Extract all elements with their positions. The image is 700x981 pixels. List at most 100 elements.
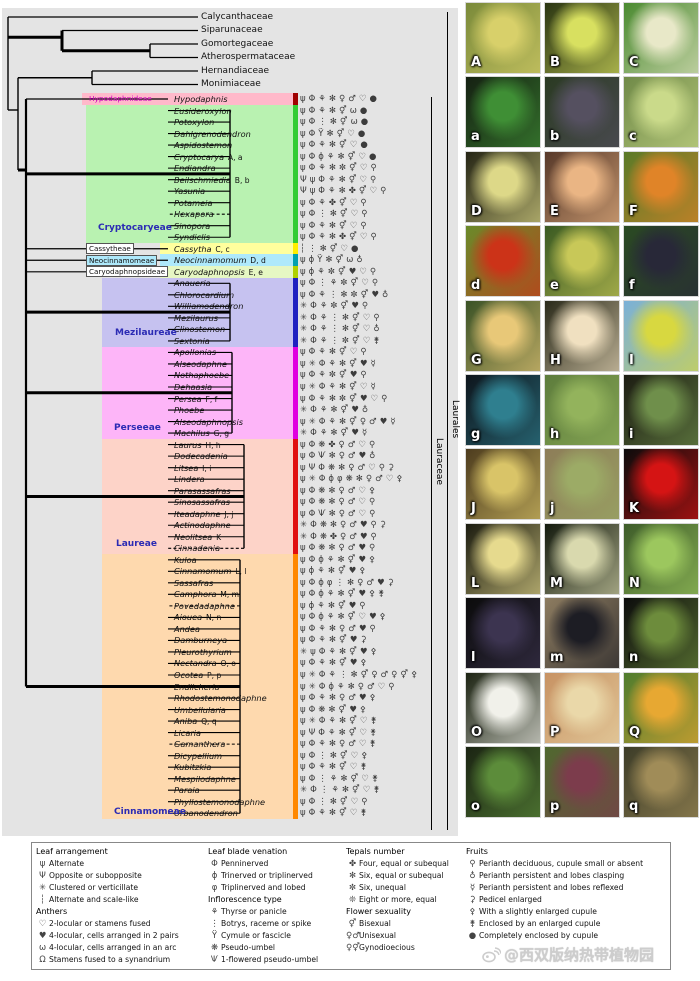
photo-label: n: [629, 650, 639, 666]
legend-item: ┆Alternate and scale-like: [36, 894, 208, 906]
trait-icon-row: ψΦɸ⚘✻⚥♥⚴: [300, 554, 379, 565]
trait-icon-row: ψ✳Φɸφ❋✻♀♂♡⚴: [300, 474, 406, 485]
genus-label: Mezilaurus: [174, 312, 218, 323]
trait-icon-row: ✳Φ⚘⋮✻⚥♡♁: [300, 324, 383, 335]
tribe-band: [160, 242, 293, 255]
photo-label: c: [629, 129, 637, 145]
legend-item-label: Botrys, raceme or spike: [221, 919, 312, 928]
weibo-icon: [482, 947, 501, 963]
legend-item: ⚲Perianth deciduous, cupule small or abs…: [466, 858, 662, 870]
trait-icon-row: ✳ψΦ⚘✻⚥♥⚴: [300, 646, 380, 657]
tribe-label: Mezilaureae: [115, 327, 177, 338]
tribe-color-bar: [293, 93, 298, 105]
photo-label: B: [550, 55, 560, 70]
photo-tile: o: [465, 746, 541, 818]
photo-tile: H: [544, 299, 620, 372]
genus-label: Actinodaphne: [174, 520, 231, 531]
genus-photo-letters: C, c: [211, 244, 230, 254]
outgroup-label: Monimiaceae: [201, 79, 261, 89]
genus-label: Cryptocarya A, a: [174, 151, 243, 162]
photo-tile: j: [544, 448, 620, 521]
photo-label: C: [629, 55, 639, 70]
opp-icon: Ψ: [39, 871, 46, 881]
legend-item: ✤Four, equal or subequal: [346, 858, 466, 870]
trait-icon-row: ψΦ⚘✻⚥ω●: [300, 105, 371, 116]
thyrse-icon: ⚘: [210, 907, 219, 917]
photo-tile: q: [623, 746, 699, 818]
outgroup-label: Calycanthaceae: [201, 11, 274, 22]
genus-label: Parasassafras: [174, 485, 231, 496]
outgroup-label: Hernandiaceae: [201, 65, 270, 76]
genus-label: Syndiclis: [174, 232, 211, 243]
botrys-icon: ⋮: [210, 919, 219, 929]
genus-label: Cassytha C, c: [174, 243, 230, 254]
trait-icon-row: ✳Φ⚘✻⚥♥♁: [300, 405, 372, 416]
genus-label: Dicypellium: [174, 750, 223, 761]
genus-label: Andea: [174, 623, 201, 634]
tribe-label: Cryptocaryeae: [98, 223, 172, 234]
photo-tile: p: [544, 746, 620, 818]
legend-item: ⚳Pedicel enlarged: [466, 894, 662, 906]
six_eq-icon: ✻: [348, 871, 357, 881]
photo-label: q: [629, 799, 639, 814]
photo-label: o: [471, 799, 480, 814]
trait-icon-row: ψΦ⚘✻✤⚥♡⚲: [300, 232, 380, 243]
trait-icon-row: ψΦɸ⚘✻⚥♡♥⚴: [300, 612, 389, 623]
outgroup-label: Siparunaceae: [201, 25, 263, 35]
photo-tile: J: [465, 448, 541, 521]
photo-label: f: [629, 278, 635, 294]
legend-item: ✻Six, equal or subequal: [346, 870, 466, 882]
trait-icon-row: ψΦ⋮✻⚥♡⚲: [300, 796, 371, 807]
tribe-color-bar: [293, 242, 298, 255]
legend-item: ⋮Botrys, raceme or spike: [208, 918, 346, 930]
genus-label: Cinnadenia: [174, 543, 221, 554]
legend-item: ♀♂Unisexual: [346, 930, 466, 942]
legend-item-label: Enclosed by an enlarged cupule: [479, 919, 601, 928]
legend-item-label: Gynodioecious: [359, 943, 415, 952]
photo-tile: N: [623, 522, 699, 595]
legend-item-label: Perianth deciduous, cupule small or abse…: [479, 859, 644, 868]
genus-label: Alseodaphnopsis: [174, 416, 243, 427]
trait-icon-row: ψΦ⚘✻✼⚥♥♡⚲: [300, 393, 391, 404]
legend-item-label: Alternate and scale-like: [49, 895, 139, 904]
trait-icon-row: ψΦɸ⚘✻⚥♡●: [300, 151, 380, 162]
genus-photo-letters: A, a: [224, 152, 243, 162]
genus-label: Alseodaphne: [174, 358, 228, 369]
genus-label: Hexapora: [174, 209, 214, 220]
genus-label: Sinosassafras: [174, 497, 231, 508]
legend-item-label: Six, equal or subequal: [359, 871, 444, 880]
legend-item-label: Alternate: [49, 859, 85, 868]
photo-label: b: [550, 129, 560, 145]
photo-tile: F: [623, 150, 699, 223]
genus-label: Nothaphoebe: [174, 370, 230, 381]
bracket-laurales: [447, 12, 448, 830]
photo-label: Q: [629, 724, 641, 740]
f_reflex-icon: ☿: [469, 883, 476, 893]
photo-tile: f: [623, 225, 699, 298]
genus-label: Ocotea P, p: [174, 670, 222, 680]
genus-photo-letters: G, g: [209, 429, 230, 439]
f_decid-icon: ⚲: [469, 859, 476, 869]
photo-label: D: [471, 203, 482, 219]
trait-icon-row: ψΦ⚘✻⚥♥⚳: [300, 635, 370, 646]
trait-icon-row: ✳Φ⚘⋮✼⚥♡⚵: [300, 335, 383, 346]
legend-item: ♁Perianth persistent and lobes clasping: [466, 870, 662, 882]
genus-photo-letters: Q, q: [197, 717, 217, 727]
photo-label: L: [471, 575, 480, 591]
legend-item: ♡2-locular or stamens fused: [36, 918, 208, 930]
tribe-label: Perseeae: [114, 422, 161, 433]
trait-icon-row: ψΦ⋮⚘✼⚥♡⚲: [300, 278, 382, 289]
legend-item-label: 4-locular, cells arranged in 2 pairs: [49, 931, 179, 940]
genus-label: Paraia: [174, 785, 200, 796]
trait-icon-row: ψ✳Φ⚘✻⚥♀♂♥☿: [300, 416, 399, 427]
genus-label: Potoxylon: [174, 117, 215, 128]
genus-label: Dahlgrenodendron: [174, 128, 251, 139]
trait-icon-row: ψΦ⚘✻♀♂♥⚴: [300, 693, 379, 704]
clu-icon: ✳: [38, 883, 47, 893]
photo-tile: C: [623, 2, 699, 74]
